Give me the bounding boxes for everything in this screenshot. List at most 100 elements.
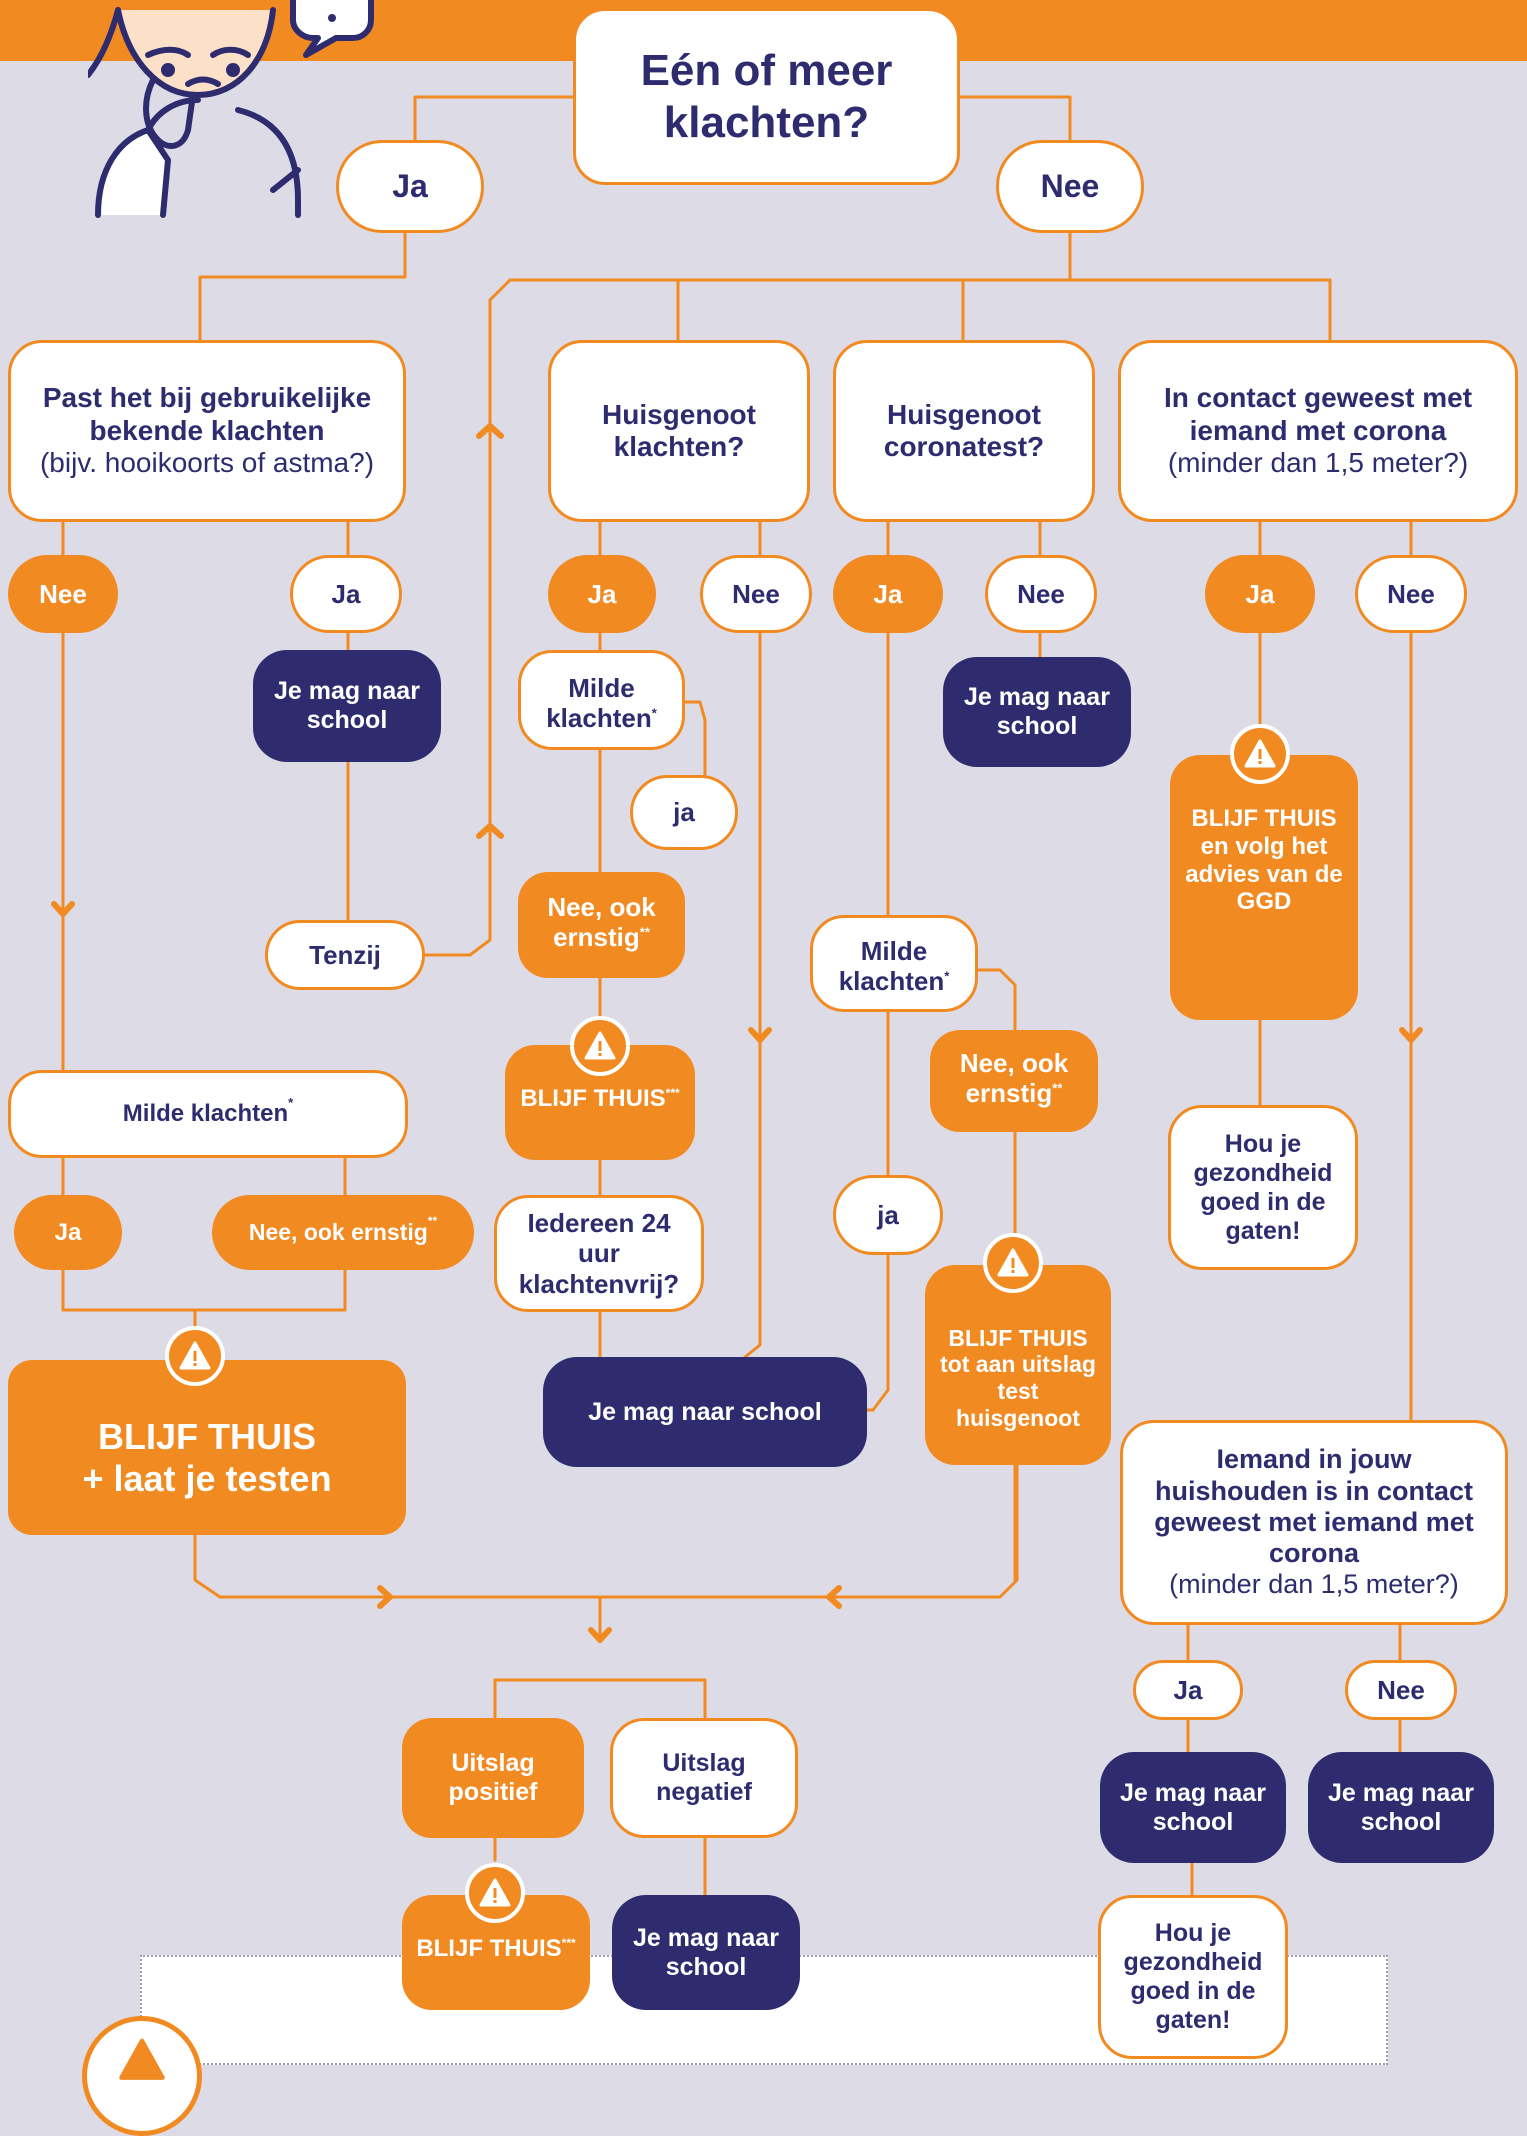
col3-ja-pill: ja bbox=[833, 1175, 943, 1255]
result-school-label: Je mag naar school bbox=[633, 1923, 779, 1981]
chevron-left-icon bbox=[826, 1585, 842, 1609]
left-yes-pill: Ja bbox=[290, 555, 402, 633]
result-positive-label: Uitslag positief bbox=[448, 1749, 538, 1806]
left-mild-yes-pill: Ja bbox=[14, 1195, 122, 1270]
col2-question-label: Huisgenoot klachten? bbox=[602, 398, 756, 462]
result-stay-home-label: BLIJF THUIS bbox=[416, 1935, 562, 1962]
col4-school-a-box: Je mag naar school bbox=[1100, 1752, 1286, 1863]
connector-top-ja bbox=[413, 95, 575, 142]
col4-health2-box: Hou je gezondheid goed in de gaten! bbox=[1098, 1895, 1288, 2059]
col2-school-label: Je mag naar school bbox=[588, 1397, 822, 1426]
tenzij-pill: Tenzij bbox=[265, 920, 425, 990]
col4-yes-pill: Ja bbox=[1205, 555, 1315, 633]
col4-question-sub: (minder dan 1,5 meter?) bbox=[1167, 447, 1469, 479]
col2-ja-label: ja bbox=[673, 797, 695, 828]
left-mild-no-star: ** bbox=[427, 1214, 438, 1228]
thinking-person-icon bbox=[88, 0, 374, 218]
left-stay-home-line1: BLIJF THUIS bbox=[97, 1415, 316, 1457]
col3-no-label: Nee bbox=[1017, 578, 1065, 609]
left-question-title: Past het bij gebruikelijke bekende klach… bbox=[42, 382, 372, 446]
col2-stay-home-star: *** bbox=[665, 1086, 680, 1100]
col3-no-pill: Nee bbox=[985, 555, 1097, 633]
left-mild-star: * bbox=[288, 1095, 294, 1110]
col4-household-yes-label: Ja bbox=[1173, 1674, 1203, 1705]
chevron-right-icon bbox=[377, 1585, 393, 1609]
col4-household-sub: (minder dan 1,5 meter?) bbox=[1169, 1569, 1459, 1600]
col4-question-title: In contact geweest met iemand met corona bbox=[1163, 382, 1473, 446]
col3-severe-label: Nee, ook ernstig bbox=[959, 1048, 1069, 1109]
warning-icon bbox=[570, 1016, 630, 1076]
col4-school-b-label: Je mag naar school bbox=[1328, 1778, 1474, 1836]
left-no-label: Nee bbox=[39, 578, 87, 609]
chevron-up-icon bbox=[476, 823, 504, 839]
col3-mild-label: Milde klachten bbox=[838, 936, 945, 997]
left-mild-yes-label: Ja bbox=[54, 1218, 82, 1246]
col2-school-box: Je mag naar school bbox=[543, 1357, 867, 1467]
col2-no-label: Nee bbox=[732, 578, 780, 609]
col2-everyone-box: Iedereen 24 uur klachtenvrij? bbox=[494, 1195, 704, 1312]
col3-question-label: Huisgenoot coronatest? bbox=[883, 398, 1045, 462]
col4-household-no-pill: Nee bbox=[1345, 1660, 1457, 1720]
left-mild-no-label: Nee, ook ernstig bbox=[248, 1219, 428, 1246]
col4-household-yes-pill: Ja bbox=[1133, 1660, 1243, 1720]
warning-icon bbox=[1230, 724, 1290, 784]
col2-mild-label: Milde klachten bbox=[546, 673, 652, 734]
top-question-box: Eén of meer klachten? bbox=[573, 8, 960, 185]
left-no-pill: Nee bbox=[8, 555, 118, 633]
col2-yes-pill: Ja bbox=[548, 555, 656, 633]
col2-everyone-label: Iedereen 24 uur klachtenvrij? bbox=[518, 1208, 680, 1299]
result-negative-label: Uitslag negatief bbox=[656, 1749, 752, 1806]
top-question-text: Eén of meer klachten? bbox=[640, 46, 893, 147]
col3-severe-star: ** bbox=[1052, 1080, 1063, 1096]
col2-mild-box: Milde klachten* bbox=[518, 650, 685, 750]
result-stay-home-star: *** bbox=[561, 1936, 576, 1950]
tenzij-label: Tenzij bbox=[309, 939, 381, 970]
result-negative-box: Uitslag negatief bbox=[610, 1718, 798, 1838]
col3-yes-label: Ja bbox=[873, 578, 903, 609]
top-yes-pill: Ja bbox=[336, 140, 484, 233]
chevron-down-icon bbox=[748, 1027, 772, 1043]
result-stay-home-box: BLIJF THUIS*** bbox=[402, 1895, 590, 2010]
col4-no-pill: Nee bbox=[1355, 555, 1467, 633]
col4-health2-label: Hou je gezondheid goed in de gaten! bbox=[1123, 1919, 1263, 2034]
col3-stay-home-label: BLIJF THUIS tot aan uitslag test huisgen… bbox=[940, 1324, 1096, 1431]
col3-question-box: Huisgenoot coronatest? bbox=[833, 340, 1095, 522]
col2-yes-label: Ja bbox=[587, 578, 617, 609]
col3-school-label: Je mag naar school bbox=[964, 683, 1110, 740]
col4-school-a-label: Je mag naar school bbox=[1120, 1778, 1266, 1836]
col2-severe-box: Nee, ook ernstig** bbox=[518, 872, 685, 978]
col4-yes-label: Ja bbox=[1245, 578, 1275, 609]
col3-yes-pill: Ja bbox=[833, 555, 943, 633]
left-question-sub: (bijv. hooikoorts of astma?) bbox=[39, 447, 375, 479]
left-stay-home-box: BLIJF THUIS + laat je testen bbox=[8, 1360, 406, 1535]
col4-stay-home-box: BLIJF THUIS en volg het advies van de GG… bbox=[1170, 755, 1358, 1020]
col2-severe-label: Nee, ook ernstig bbox=[547, 892, 656, 953]
left-question-box: Past het bij gebruikelijke bekende klach… bbox=[8, 340, 406, 522]
left-mild-box: Milde klachten* bbox=[8, 1070, 408, 1158]
col2-stay-home-box: BLIJF THUIS*** bbox=[505, 1045, 695, 1160]
col4-household-title: Iemand in jouw huishouden is in contact … bbox=[1154, 1444, 1474, 1569]
col3-severe-box: Nee, ook ernstig** bbox=[930, 1030, 1098, 1132]
left-mild-label: Milde klachten bbox=[122, 1100, 289, 1128]
chevron-up-icon bbox=[476, 423, 504, 439]
top-yes-label: Ja bbox=[392, 167, 428, 204]
warning-icon bbox=[165, 1326, 225, 1386]
speech-bubble-icon bbox=[290, 0, 374, 58]
left-mild-no-pill: Nee, ook ernstig** bbox=[212, 1195, 474, 1270]
col4-no-label: Nee bbox=[1387, 578, 1435, 609]
chevron-down-icon bbox=[1399, 1027, 1423, 1043]
col2-severe-star: ** bbox=[639, 924, 650, 940]
col3-school-box: Je mag naar school bbox=[943, 657, 1131, 767]
chevron-down-icon bbox=[51, 901, 75, 917]
result-positive-box: Uitslag positief bbox=[402, 1718, 584, 1838]
col4-question-box: In contact geweest met iemand met corona… bbox=[1118, 340, 1518, 522]
left-school-box: Je mag naar school bbox=[253, 650, 441, 762]
top-no-label: Nee bbox=[1040, 167, 1100, 204]
col4-school-b-box: Je mag naar school bbox=[1308, 1752, 1494, 1863]
col4-household-no-label: Nee bbox=[1377, 1674, 1425, 1705]
col4-household-box: Iemand in jouw huishouden is in contact … bbox=[1120, 1420, 1508, 1625]
warning-icon bbox=[82, 2016, 202, 2136]
col2-stay-home-label: BLIJF THUIS bbox=[520, 1085, 666, 1112]
flowchart-connectors bbox=[51, 95, 1423, 1897]
warning-icon bbox=[465, 1863, 525, 1923]
